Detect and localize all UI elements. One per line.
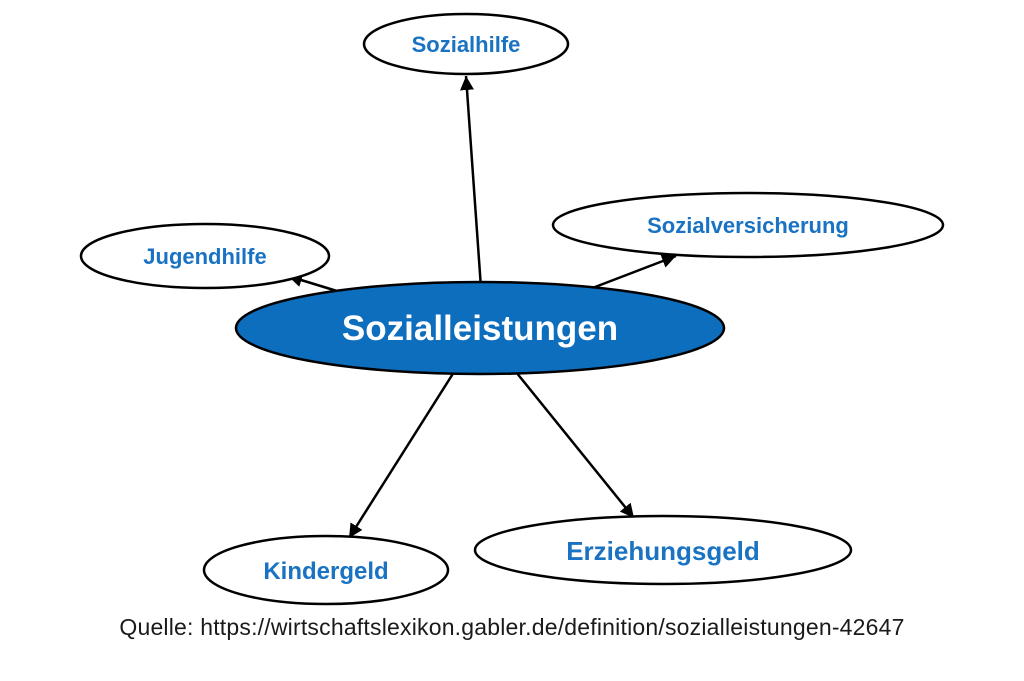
node-label-jugendhilfe: Jugendhilfe bbox=[143, 244, 266, 269]
node-kindergeld: Kindergeld bbox=[202, 534, 450, 606]
node-label-center: Sozialleistungen bbox=[342, 309, 618, 348]
edge-sozialversicherung bbox=[581, 254, 677, 294]
node-label-sozialversicherung: Sozialversicherung bbox=[647, 213, 849, 238]
node-label-sozialhilfe: Sozialhilfe bbox=[412, 32, 521, 57]
node-sozialversicherung: Sozialversicherung bbox=[551, 191, 945, 259]
node-label-erziehungsgeld: Erziehungsgeld bbox=[566, 536, 760, 566]
node-jugendhilfe: Jugendhilfe bbox=[79, 222, 331, 290]
edge-erziehungsgeld bbox=[515, 371, 635, 519]
edge-kindergeld bbox=[347, 371, 456, 539]
node-center-sozialleistungen: Sozialleistungen bbox=[234, 280, 726, 376]
node-label-kindergeld: Kindergeld bbox=[263, 558, 388, 585]
node-sozialhilfe: Sozialhilfe bbox=[362, 12, 570, 76]
edge-sozialhilfe bbox=[460, 75, 483, 289]
node-erziehungsgeld: Erziehungsgeld bbox=[473, 514, 853, 586]
source-caption: Quelle: https://wirtschaftslexikon.gable… bbox=[119, 614, 905, 640]
